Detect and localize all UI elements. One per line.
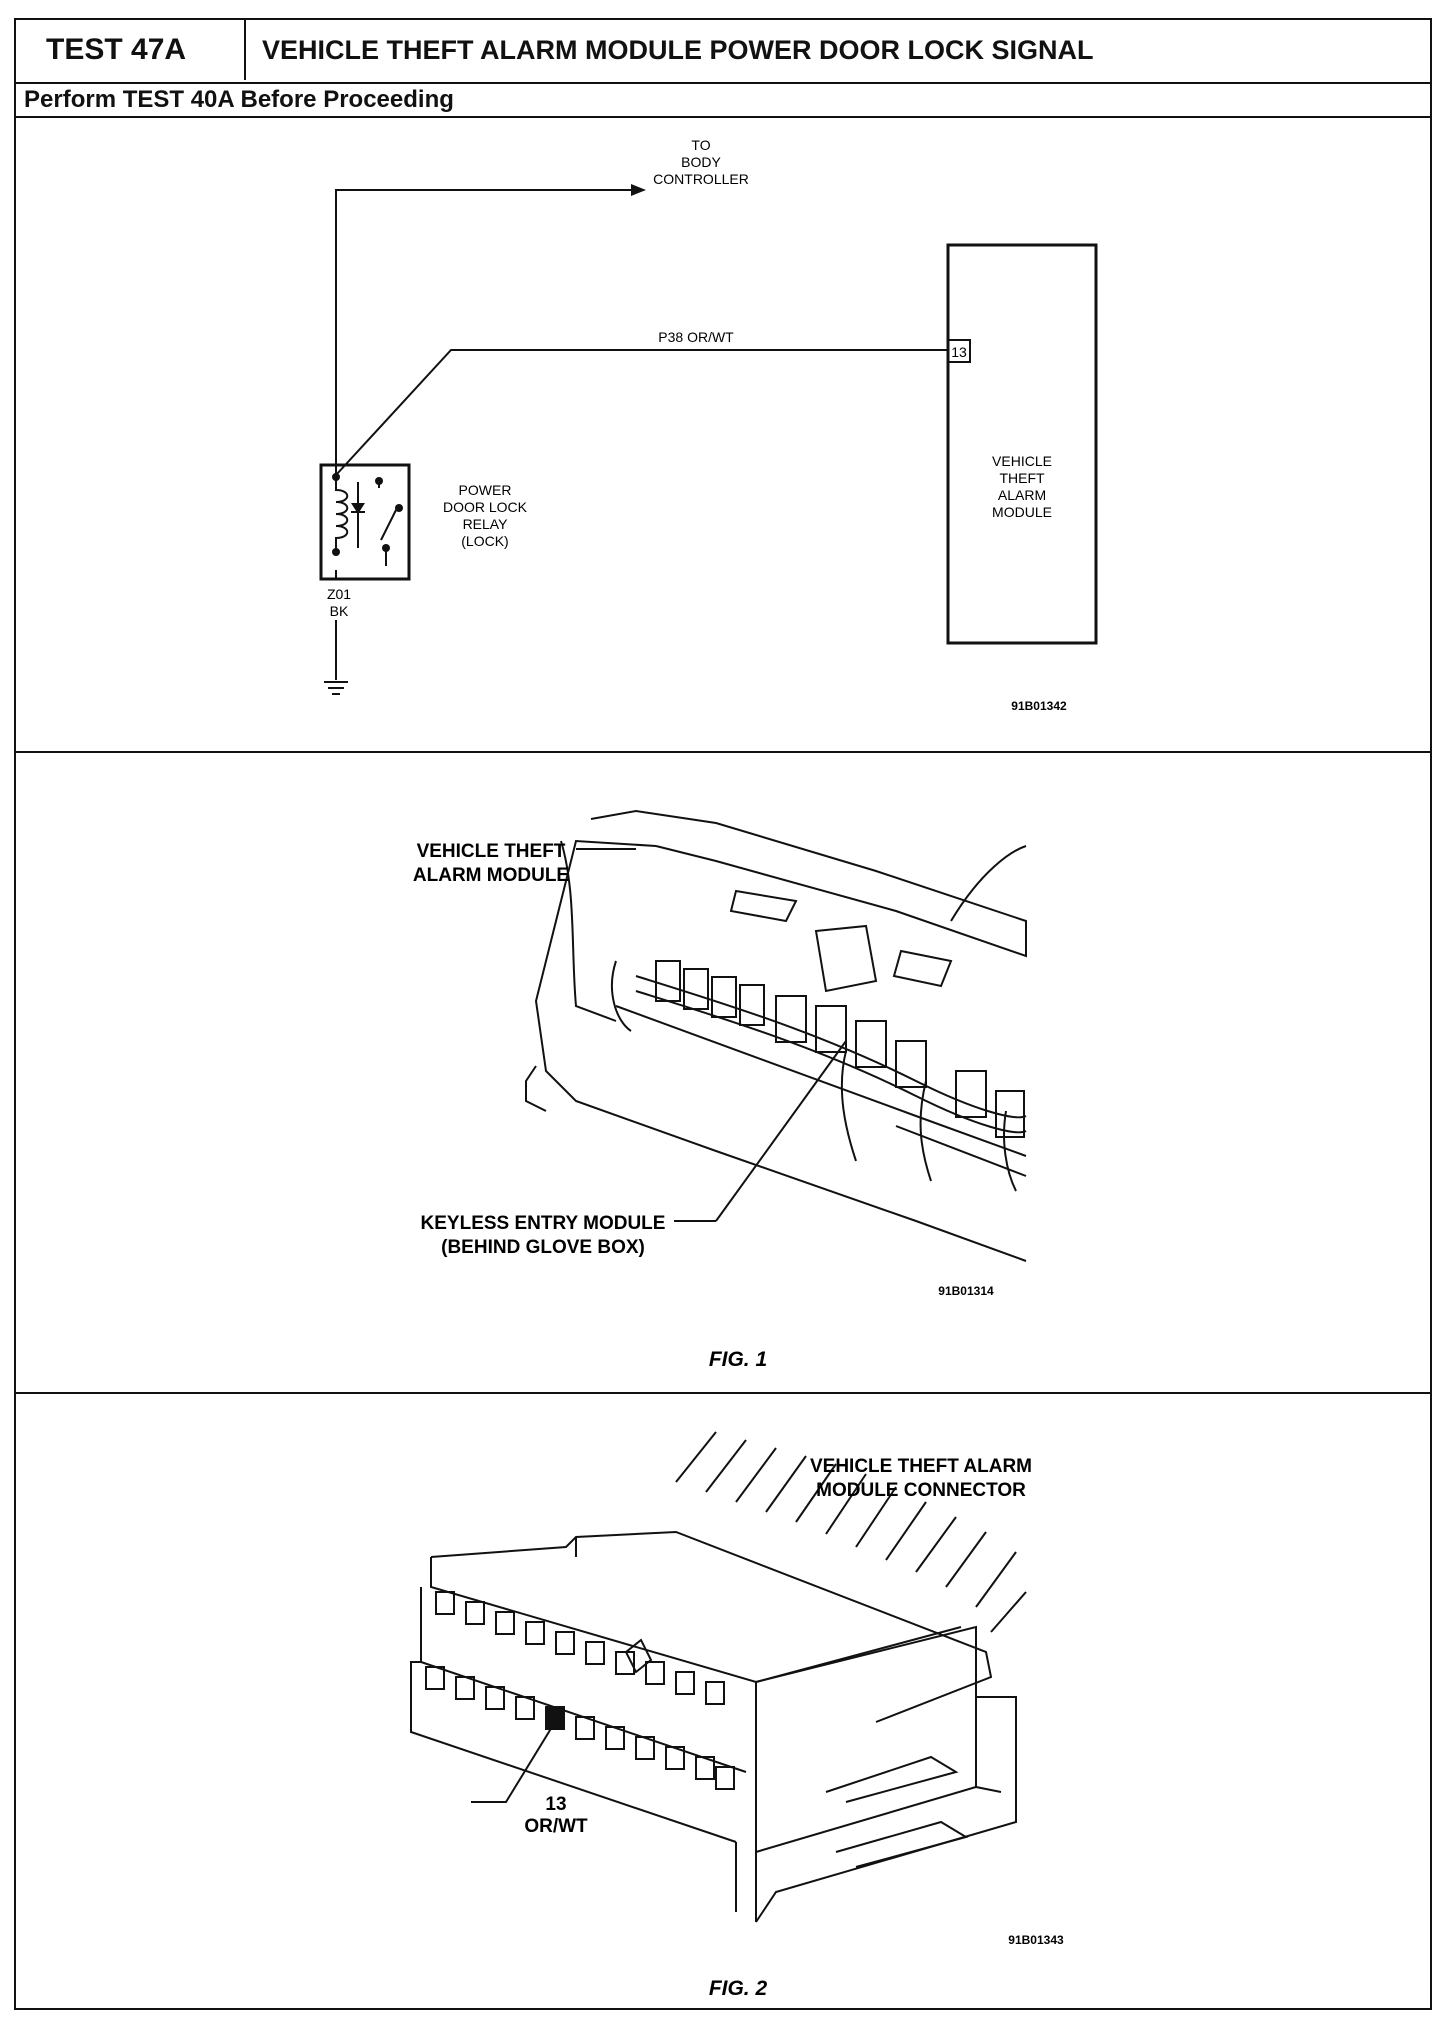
fig1-ref: 91B01314 bbox=[938, 1284, 994, 1298]
module-label-0: VEHICLE bbox=[992, 453, 1052, 469]
pin-13-highlight bbox=[546, 1707, 564, 1729]
fig2-panel: VEHICLE THEFT ALARM MODULE CONNECTOR 13 … bbox=[16, 1392, 1430, 2008]
to-label-0: TO bbox=[691, 137, 710, 153]
schematic-panel: TO BODY CONTROLLER P38 OR/WT 13 VEHICLE … bbox=[16, 120, 1430, 753]
wiring-schematic: TO BODY CONTROLLER P38 OR/WT 13 VEHICLE … bbox=[319, 137, 1098, 713]
relay-label-0: POWER bbox=[459, 482, 512, 498]
test-sheet: TEST 47A VEHICLE THEFT ALARM MODULE POWE… bbox=[14, 18, 1432, 2010]
wire-label: P38 OR/WT bbox=[658, 329, 734, 345]
ground-wire-0: Z01 bbox=[327, 586, 351, 602]
module-label-1: THEFT bbox=[999, 470, 1045, 486]
test-id: TEST 47A bbox=[16, 20, 246, 80]
header-row: TEST 47A VEHICLE THEFT ALARM MODULE POWE… bbox=[16, 20, 1430, 84]
to-label-1: BODY bbox=[681, 154, 721, 170]
callout-keyless-0: KEYLESS ENTRY MODULE bbox=[421, 1213, 666, 1234]
relay-label-3: (LOCK) bbox=[461, 533, 508, 549]
callout-vtam-1: ALARM MODULE bbox=[413, 865, 569, 886]
fig1-illustration: VEHICLE THEFT ALARM MODULE KEYLESS ENTRY… bbox=[413, 809, 1027, 1371]
pin-callout-0: 13 bbox=[545, 1794, 566, 1815]
fig2-illustration: VEHICLE THEFT ALARM MODULE CONNECTOR 13 … bbox=[410, 1431, 1064, 2000]
fig2-ref: 91B01343 bbox=[1008, 1933, 1064, 1947]
terminal-grid bbox=[425, 1591, 735, 1790]
to-label-2: CONTROLLER bbox=[653, 171, 749, 187]
module-label-2: ALARM bbox=[998, 487, 1046, 503]
callout-vtam-0: VEHICLE THEFT bbox=[417, 841, 566, 862]
fig2-caption: FIG. 2 bbox=[709, 1977, 768, 2000]
callout-connector-1: MODULE CONNECTOR bbox=[816, 1480, 1026, 1501]
fig1-caption: FIG. 1 bbox=[709, 1348, 767, 1371]
callout-keyless-1: (BEHIND GLOVE BOX) bbox=[441, 1237, 645, 1258]
test-title: VEHICLE THEFT ALARM MODULE POWER DOOR LO… bbox=[262, 34, 1094, 65]
schematic-ref: 91B01342 bbox=[1011, 699, 1067, 713]
callout-connector-0: VEHICLE THEFT ALARM bbox=[810, 1456, 1032, 1477]
module-label-3: MODULE bbox=[992, 504, 1052, 520]
ground-wire-1: BK bbox=[330, 603, 349, 619]
pin-callout-1: OR/WT bbox=[524, 1816, 588, 1837]
pin-number: 13 bbox=[951, 344, 967, 360]
prerequisite-note: Perform TEST 40A Before Proceeding bbox=[16, 82, 1430, 118]
relay-label-1: DOOR LOCK bbox=[443, 499, 528, 515]
relay-label-2: RELAY bbox=[463, 516, 509, 532]
fig1-panel: VEHICLE THEFT ALARM MODULE KEYLESS ENTRY… bbox=[16, 751, 1430, 1394]
